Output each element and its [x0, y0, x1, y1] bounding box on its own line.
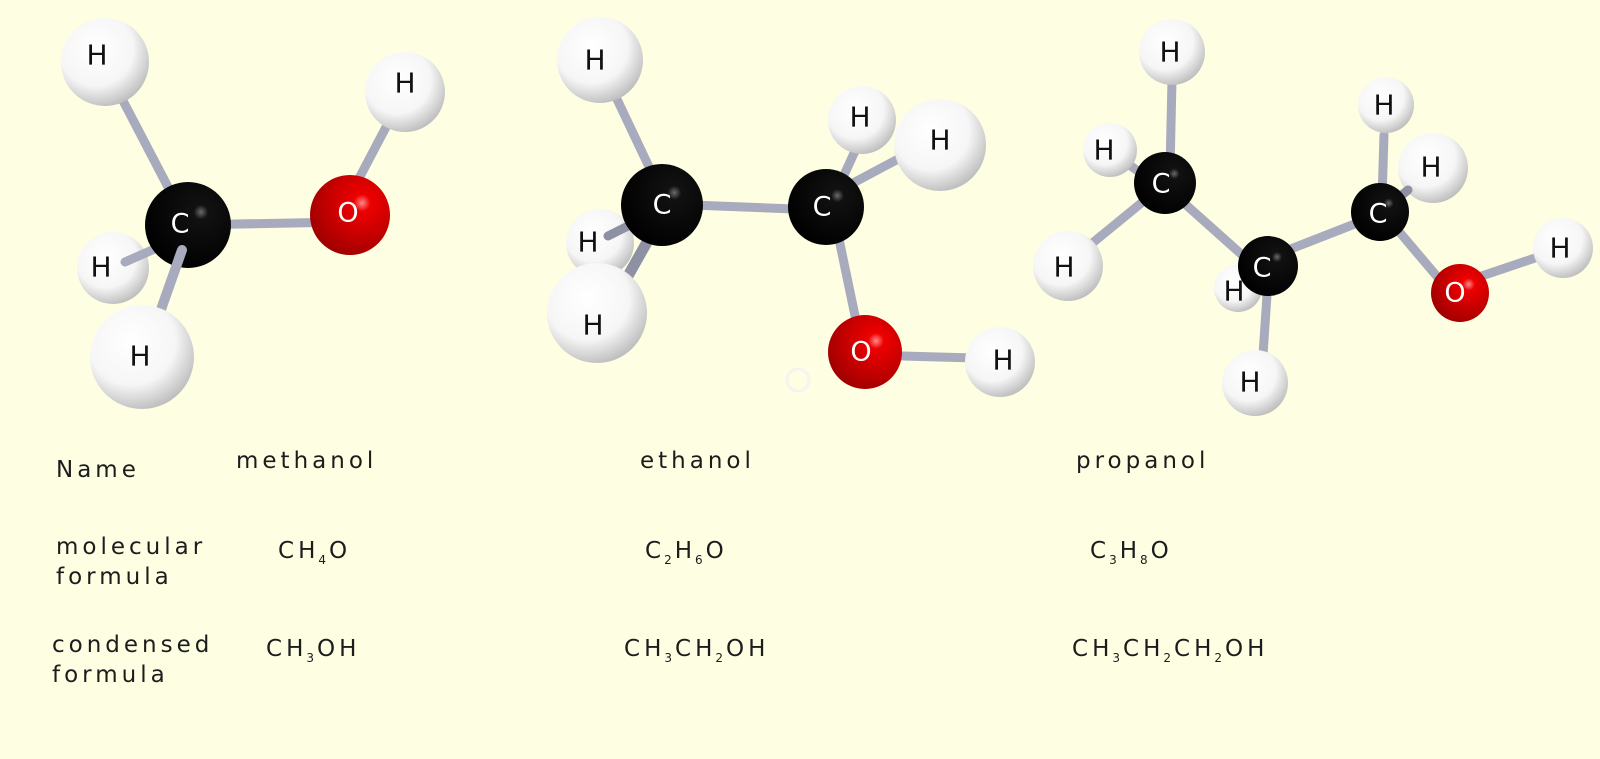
carbon-atom: [1134, 152, 1196, 214]
atom-label: H: [1093, 134, 1114, 167]
atom-label: H: [1239, 366, 1260, 399]
carbon-atom: [145, 182, 231, 268]
hydrogen-atom: [1398, 133, 1468, 203]
row-label-molecular: molecular formula: [56, 532, 206, 592]
atom-label: C: [171, 209, 190, 240]
row-label-name: Name: [56, 457, 140, 483]
hydrogen-atom: [547, 263, 647, 363]
atom-label: H: [584, 44, 605, 77]
atom-label: O: [850, 337, 871, 368]
atom-label: H: [577, 226, 598, 259]
atom-label: C: [1369, 199, 1388, 230]
atom-label: C: [813, 192, 832, 223]
atom-label: C: [1152, 169, 1171, 200]
hydrogen-atom: [1222, 350, 1288, 416]
oxygen-atom: [828, 315, 902, 389]
hydrogen-atom: [61, 18, 149, 106]
carbon-atom: [788, 169, 864, 245]
carbon-atom: [1351, 183, 1409, 241]
hydrogen-atom: [965, 327, 1035, 397]
atom-label: H: [1420, 151, 1441, 184]
hydrogen-atom: [894, 99, 986, 191]
hydrogen-atom: [365, 52, 445, 132]
ethanol-model: H H C H H H C O H: [547, 17, 1035, 397]
atom-label: H: [129, 340, 150, 373]
atom-label: H: [90, 251, 111, 284]
faint-ring: [785, 367, 811, 393]
hydrogen-atom: [77, 232, 149, 304]
row-label-molecular-line2: formula: [56, 564, 173, 590]
atom-label: H: [582, 309, 603, 342]
atom-label: H: [992, 344, 1013, 377]
atom-label: H: [86, 39, 107, 72]
carbon-atom: [621, 164, 703, 246]
molecule-name-propanol: propanol: [1076, 448, 1210, 474]
atom-label: H: [849, 101, 870, 134]
atom-label: C: [1253, 253, 1272, 284]
atom-label: H: [929, 124, 950, 157]
hydrogen-atom: [90, 305, 194, 409]
atom-label: H: [1223, 275, 1244, 308]
row-label-condensed: condensed formula: [52, 630, 213, 690]
atom-label: H: [1159, 36, 1180, 69]
hydrogen-atom: [1139, 19, 1205, 85]
hydrogen-atom: [566, 209, 634, 277]
hydrogen-atom: [1533, 218, 1593, 278]
hydrogen-atom: [557, 17, 643, 103]
molecule-name-ethanol: ethanol: [640, 448, 755, 474]
hydrogen-atom: [1083, 123, 1137, 177]
oxygen-atom: [310, 175, 390, 255]
carbon-atom: [1238, 236, 1298, 296]
hydrogen-atom: [828, 86, 896, 154]
propanol-model: H H H C H C H H H C O H: [1033, 19, 1593, 416]
bond: [1085, 195, 1150, 250]
atom-label: H: [1053, 251, 1074, 284]
oxygen-atom: [1431, 264, 1489, 322]
atom-label: O: [1444, 278, 1465, 309]
row-label-molecular-line1: molecular: [56, 534, 207, 560]
row-label-condensed-line1: condensed: [52, 632, 214, 658]
methanol-model: H H H C H O: [61, 18, 445, 409]
atom-label: H: [1373, 89, 1394, 122]
molecule-name-methanol: methanol: [236, 448, 378, 474]
atom-label: H: [394, 67, 415, 100]
atom-label: O: [337, 198, 358, 229]
hydrogen-atom: [1358, 77, 1414, 133]
hydrogen-atom: [1033, 231, 1103, 301]
atom-label: H: [1549, 232, 1570, 265]
atom-label: C: [653, 190, 672, 221]
bond: [1170, 190, 1255, 267]
row-label-condensed-line2: formula: [52, 662, 169, 688]
